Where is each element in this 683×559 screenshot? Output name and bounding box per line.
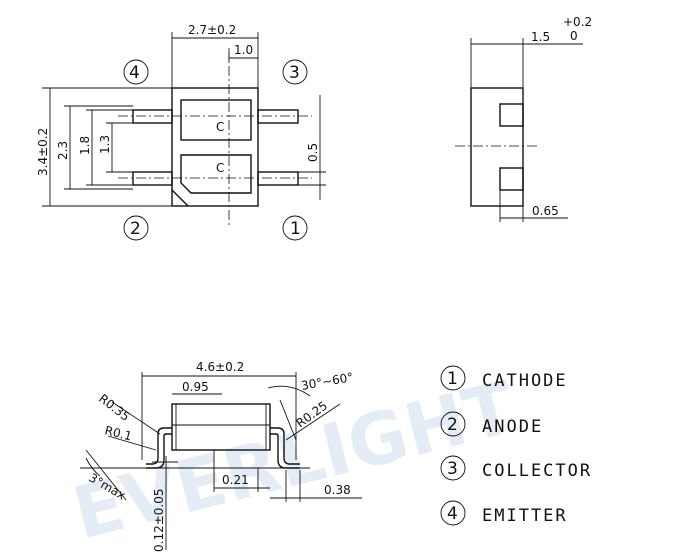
side-view-lead-upper bbox=[499, 103, 524, 127]
top-view-chamfer bbox=[171, 189, 189, 207]
dim-tip: 0.38 bbox=[324, 483, 351, 497]
pin-label-4: 4 bbox=[129, 63, 140, 83]
leader-r1 bbox=[111, 401, 161, 435]
profile-lead-left bbox=[146, 427, 172, 465]
top-view-lead-left-lower bbox=[132, 171, 173, 186]
legend-item-emitter: 4 EMITTER bbox=[440, 500, 568, 526]
dim-r2: R0.1 bbox=[103, 423, 133, 443]
angle-arc bbox=[267, 385, 311, 397]
legend-name: EMITTER bbox=[482, 506, 568, 526]
legend-circle bbox=[440, 455, 466, 481]
leader-r3 bbox=[285, 403, 341, 441]
dim-tol-upper: +0.2 bbox=[563, 15, 592, 29]
profile-lead-right bbox=[270, 427, 300, 465]
dim-h3: 1.8 bbox=[78, 136, 92, 155]
legend-item-collector: 3 COLLECTOR bbox=[440, 455, 592, 481]
dim-pitch: 1.0 bbox=[234, 43, 253, 57]
legend-item-anode: 2 ANODE bbox=[440, 411, 543, 437]
pin-circle-4 bbox=[123, 59, 149, 85]
top-view-window-upper bbox=[180, 99, 252, 141]
legend-circle bbox=[440, 411, 466, 437]
dim-tol-lower: 0 bbox=[570, 29, 578, 43]
legend-name: COLLECTOR bbox=[482, 461, 592, 481]
pin-circle-3 bbox=[282, 59, 308, 85]
legend-name: CATHODE bbox=[482, 371, 568, 391]
pin-legend: 1 CATHODE 2 ANODE 3 COLLECTOR 4 EMITTER bbox=[440, 365, 592, 526]
top-view-lead-right-lower bbox=[257, 171, 299, 186]
top-view-lead-left-upper bbox=[132, 109, 173, 124]
top-view: C C 2.7±0.2 1.0 3.4±0.2 2.3 1.8 1.3 0.5 bbox=[36, 23, 326, 241]
pin-circle-2 bbox=[123, 215, 149, 241]
profile-draft-line bbox=[85, 449, 127, 501]
dim-thickness: 1.5 bbox=[531, 30, 550, 44]
leader-r2 bbox=[107, 435, 157, 451]
dim-foot: 0.21 bbox=[222, 473, 249, 487]
legend-circle bbox=[440, 365, 466, 391]
legend-number: 1 bbox=[447, 369, 458, 389]
dim-lead: 0.5 bbox=[306, 143, 320, 162]
legend-number: 3 bbox=[447, 459, 458, 479]
legend-circle bbox=[440, 500, 466, 526]
top-view-lead-right-upper bbox=[257, 109, 299, 124]
draft-arc bbox=[85, 457, 101, 477]
legend-number: 4 bbox=[447, 504, 458, 524]
top-view-body bbox=[171, 87, 259, 207]
side-view-lead-lower bbox=[499, 167, 524, 191]
legend-item-cathode: 1 CATHODE bbox=[440, 365, 568, 391]
dim-standoff: 0.12±0.05 bbox=[152, 489, 166, 553]
angle-line bbox=[279, 399, 297, 441]
profile-body bbox=[171, 403, 271, 451]
dim-width: 2.7±0.2 bbox=[188, 23, 236, 37]
pin-label-2: 2 bbox=[130, 219, 141, 239]
center-mark-lower: C bbox=[216, 161, 224, 175]
dim-height: 3.4±0.2 bbox=[36, 128, 50, 176]
legend-number: 2 bbox=[447, 415, 458, 435]
side-view: 1.5 +0.2 0 0.65 bbox=[455, 15, 592, 222]
pin-label-1: 1 bbox=[290, 219, 301, 239]
pin-circle-1 bbox=[282, 215, 308, 241]
dim-angle: 30°~60° bbox=[300, 370, 354, 393]
dim-body: 0.95 bbox=[182, 380, 209, 394]
dim-lead-w: 0.65 bbox=[532, 204, 559, 218]
dim-r1: R0.35 bbox=[96, 391, 132, 424]
dim-h2: 2.3 bbox=[56, 141, 70, 160]
pin-label-3: 3 bbox=[289, 63, 300, 83]
center-mark-upper: C bbox=[216, 120, 224, 134]
dim-length: 4.6±0.2 bbox=[196, 360, 244, 374]
side-view-body bbox=[470, 87, 524, 207]
legend-name: ANODE bbox=[482, 417, 543, 437]
dim-h4: 1.3 bbox=[98, 135, 112, 154]
